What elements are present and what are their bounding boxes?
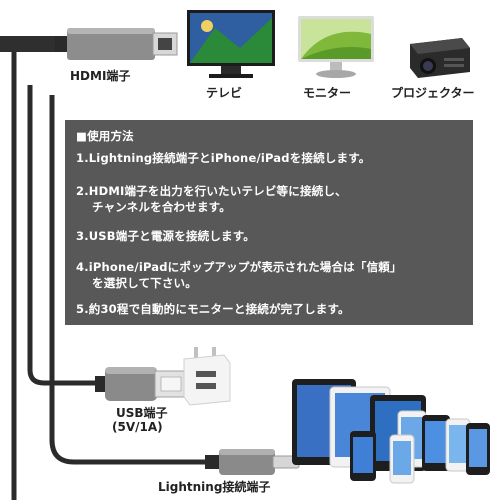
power-adapter-icon — [183, 347, 231, 406]
instruction-step-2-line-2: チャンネルを合わせます。 — [92, 200, 231, 214]
instructions-title: ■使用方法 — [76, 129, 134, 143]
instruction-step-5: 5.約30程で自動的にモニターと接続が完了します。 — [76, 302, 350, 316]
instruction-step-1: 1.Lightning接続端子とiPhone/iPadを接続します。 — [76, 151, 371, 165]
monitor-label: モニター — [303, 86, 352, 100]
instruction-step-4-line-1: 4.iPhone/iPadにポップアップが表示された場合は「信頼」 — [76, 260, 402, 274]
tv-label: テレビ — [206, 86, 243, 100]
usb-spec-label: (5V/1A) — [112, 420, 163, 434]
instruction-step-3: 3.USB端子と電源を接続します。 — [76, 229, 256, 243]
instructions-panel — [65, 120, 473, 325]
instruction-step-4-line-2: を選択して下さい。 — [92, 276, 197, 290]
tv-icon — [187, 10, 275, 78]
usb-connector-icon — [95, 367, 188, 401]
hdmi-connector-icon — [55, 28, 178, 60]
projector-label: プロジェクター — [391, 86, 475, 100]
lightning-label: Lightning接続端子 — [158, 480, 271, 494]
usb-label: USB端子 — [116, 406, 168, 420]
devices-icon — [292, 379, 490, 484]
instruction-step-2-line-1: 2.HDMI端子を出力を行いたいテレビ等に接続し、 — [76, 184, 347, 198]
hdmi-label: HDMI端子 — [70, 69, 131, 83]
projector-icon — [410, 38, 470, 78]
monitor-icon — [298, 16, 374, 78]
